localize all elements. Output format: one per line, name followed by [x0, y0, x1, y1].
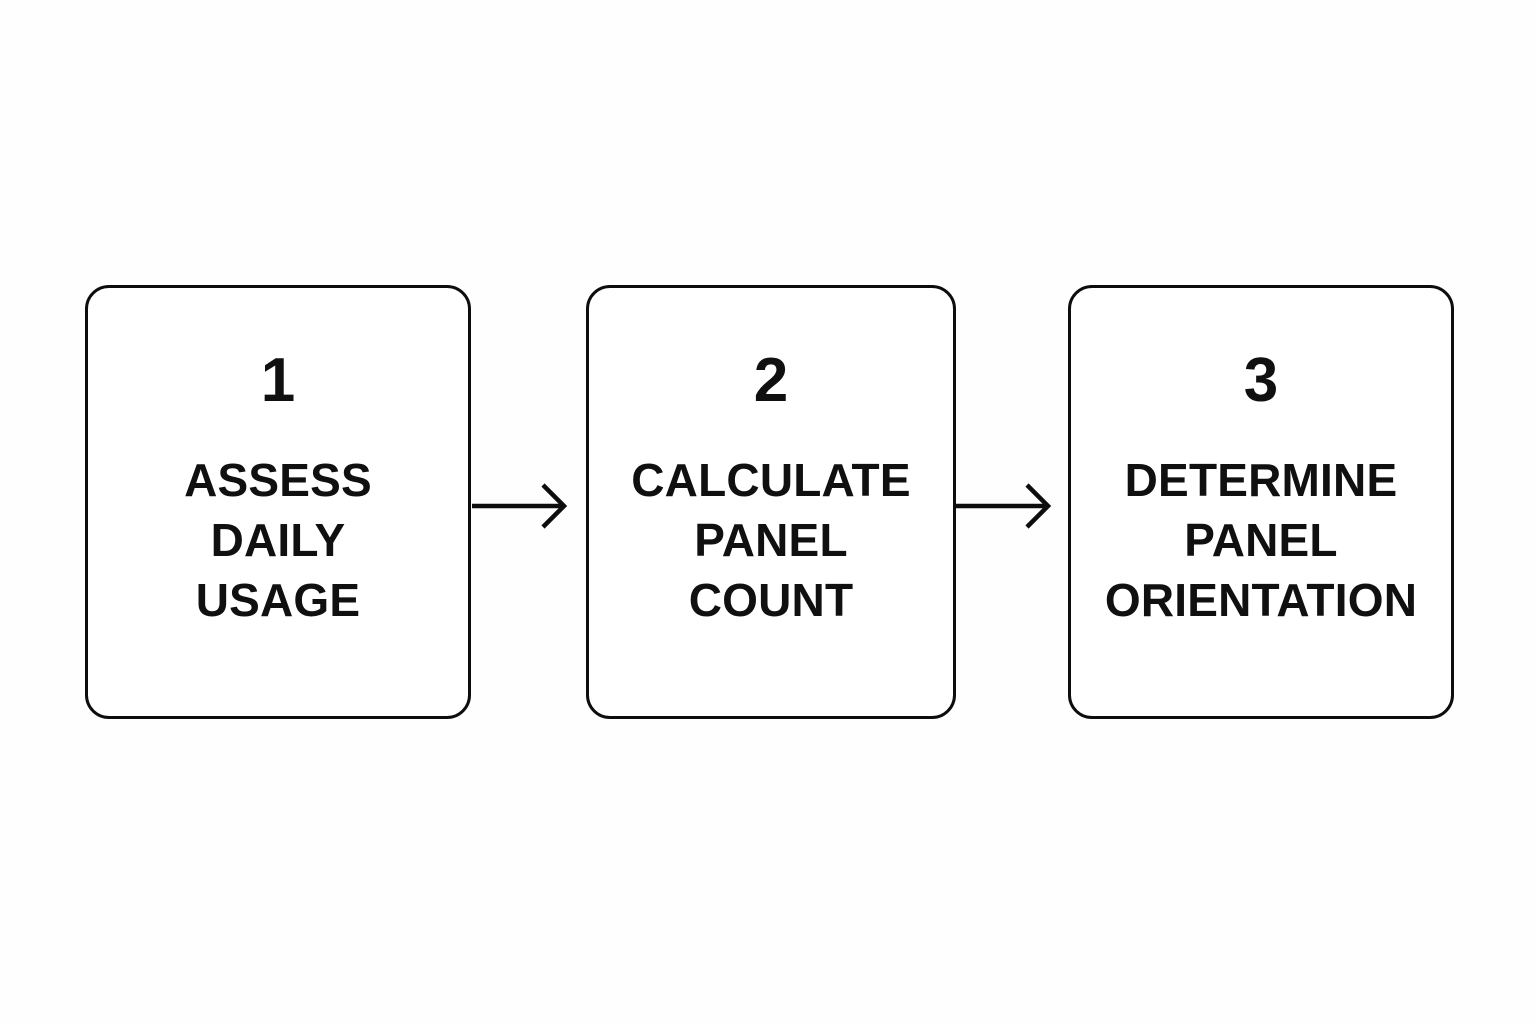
step-number-2: 2 [753, 346, 789, 415]
process-step-3[interactable]: 3 DETERMINE PANEL ORIENTATION [1068, 285, 1454, 719]
process-step-1[interactable]: 1 ASSESS DAILY USAGE [85, 285, 471, 719]
step-number-3: 3 [1243, 346, 1279, 415]
step-label-1: ASSESS DAILY USAGE [184, 454, 372, 626]
step-label-2: CALCULATE PANEL COUNT [631, 454, 911, 626]
step-label-3: DETERMINE PANEL ORIENTATION [1104, 454, 1418, 626]
step-number-1: 1 [260, 346, 296, 415]
process-step-2[interactable]: 2 CALCULATE PANEL COUNT [586, 285, 956, 719]
arrow-right-icon-1 [468, 478, 572, 534]
arrow-right-icon-2 [952, 478, 1056, 534]
